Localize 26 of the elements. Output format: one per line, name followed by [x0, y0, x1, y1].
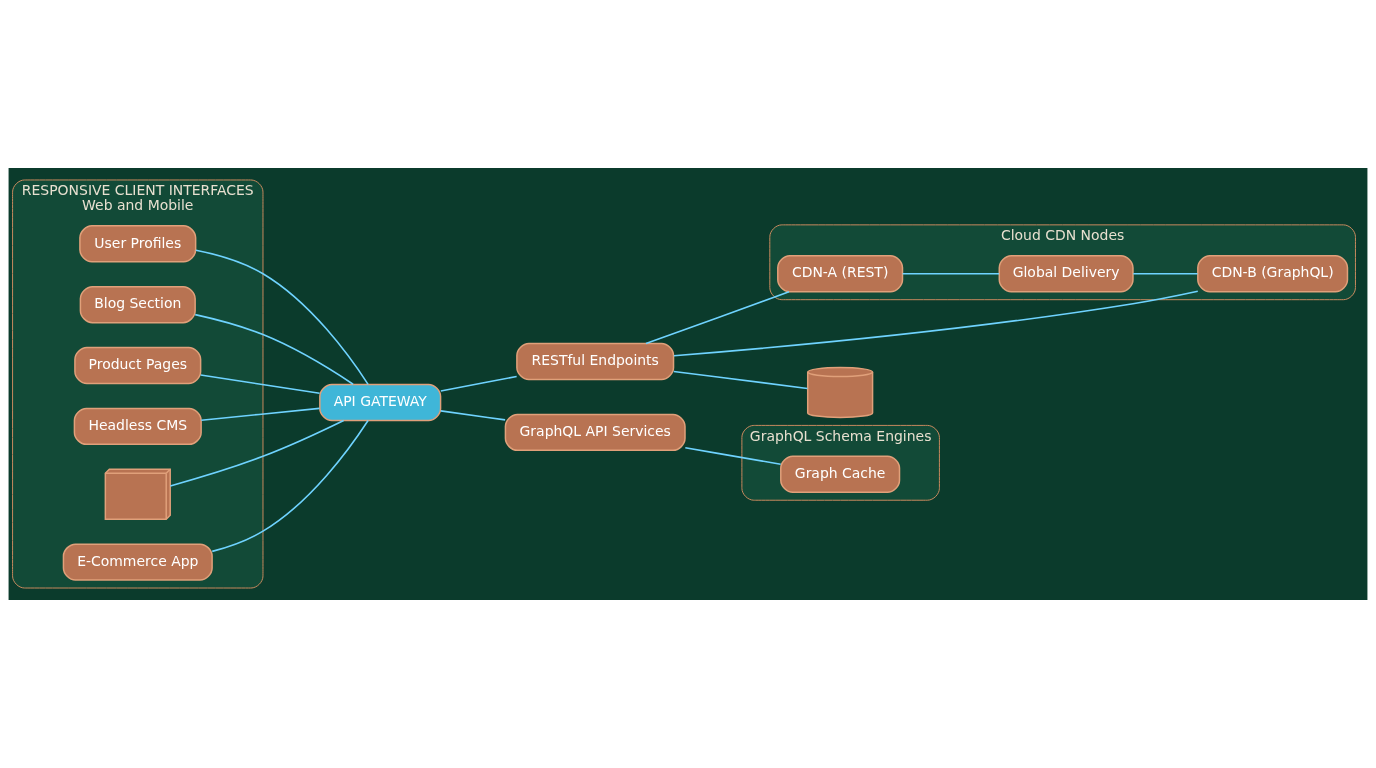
node-box: User Profiles: [79, 225, 197, 263]
connector: [211, 419, 369, 553]
node-box: Blog Section: [79, 286, 196, 324]
node-box: Headless CMS: [73, 407, 202, 446]
node-box: Product Pages: [74, 346, 202, 385]
connector: [440, 410, 506, 421]
node-box: RESTful Endpoints: [516, 342, 675, 381]
node-box: CDN-B (GraphQL): [1197, 255, 1349, 293]
connector: [672, 370, 809, 390]
connector: [1132, 272, 1199, 275]
node-box: GraphQL API Services: [504, 413, 686, 452]
connector: [645, 291, 790, 345]
connector: [195, 249, 369, 386]
connector: [200, 407, 321, 421]
connector: [440, 375, 518, 392]
connector: [684, 446, 782, 465]
node-box: Global Delivery: [998, 255, 1134, 293]
node-box: CDN-A (REST): [777, 255, 904, 293]
connector: [901, 272, 1000, 275]
node-box: API GATEWAY: [319, 383, 442, 422]
connector: [194, 313, 354, 386]
connector: [169, 419, 345, 487]
connector: [199, 374, 321, 395]
node-box: Graph Cache: [780, 455, 901, 493]
node-box: E-Commerce App: [62, 543, 213, 581]
connector: [673, 290, 1199, 357]
